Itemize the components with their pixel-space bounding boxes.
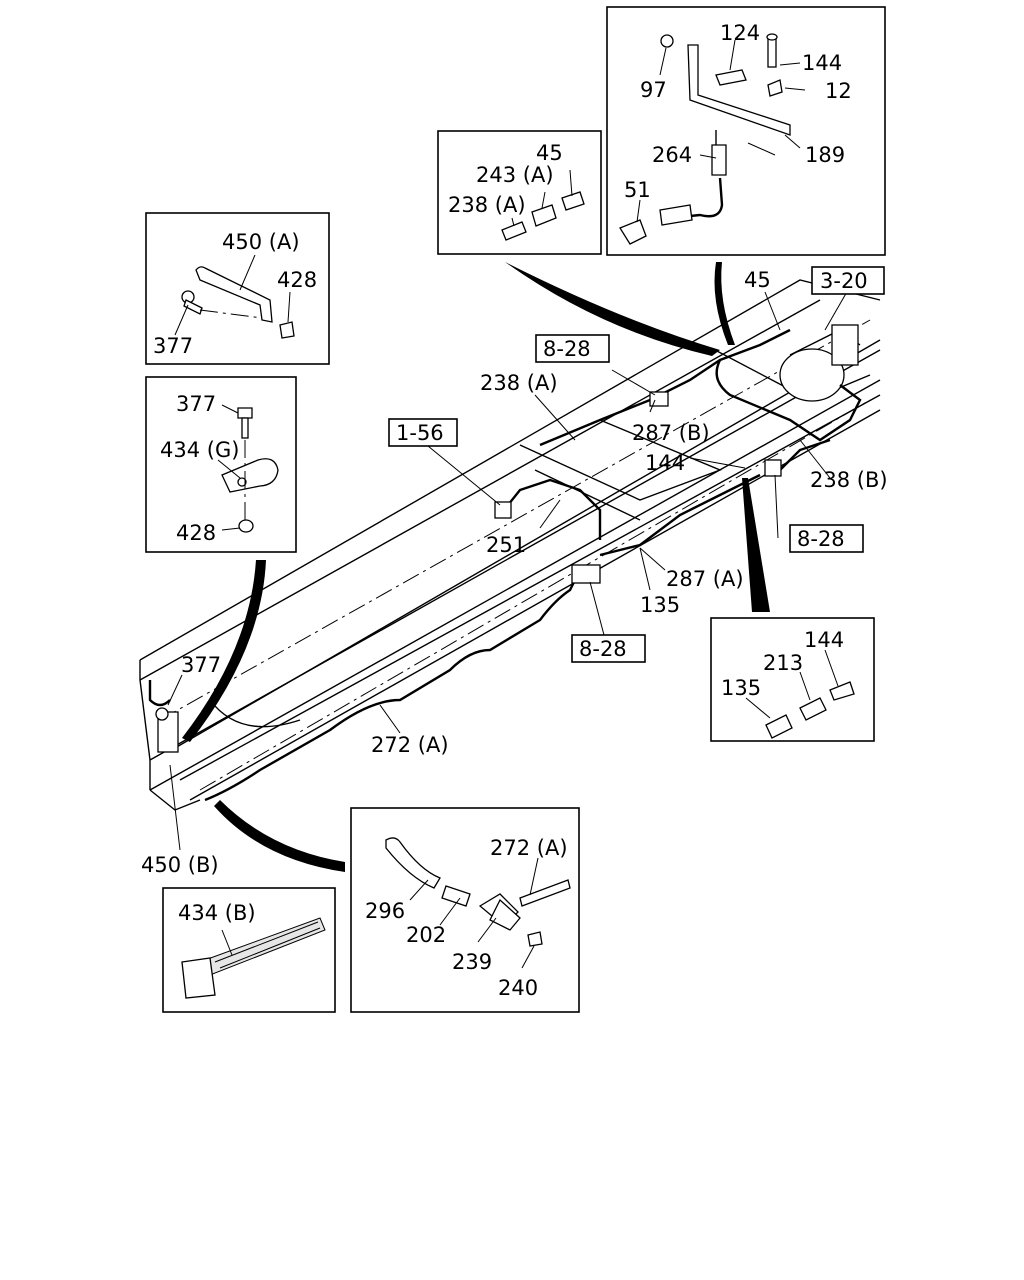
label-272a-box: 272 (A)	[490, 836, 568, 860]
label-213: 213	[763, 651, 803, 675]
label-296: 296	[365, 899, 405, 923]
ref-labels: 3-20 8-28 1-56 8-28 8-28	[396, 269, 868, 661]
label-238a-box: 238 (A)	[448, 193, 526, 217]
label-97: 97	[640, 78, 667, 102]
label-239: 239	[452, 950, 492, 974]
label-272a-main: 272 (A)	[371, 733, 449, 757]
ref-boxes	[388, 266, 885, 663]
detail-box-tee	[350, 807, 580, 1013]
ref-1-56[interactable]: 1-56	[396, 421, 444, 445]
ref-box-8-28-top[interactable]	[535, 334, 610, 363]
ref-8-28-right[interactable]: 8-28	[797, 527, 845, 551]
label-45-main: 45	[744, 268, 771, 292]
ref-8-28-top[interactable]: 8-28	[543, 337, 591, 361]
label-202: 202	[406, 923, 446, 947]
label-189: 189	[805, 143, 845, 167]
detail-box-tie	[162, 887, 336, 1013]
detail-box-bracket	[606, 6, 886, 256]
ref-box-1-56[interactable]	[388, 418, 458, 447]
label-240: 240	[498, 976, 538, 1000]
label-243a: 243 (A)	[476, 163, 554, 187]
label-287b: 287 (B)	[632, 421, 710, 445]
ref-8-28-bottom[interactable]: 8-28	[579, 637, 627, 661]
label-434b: 434 (B)	[178, 901, 256, 925]
label-135-box: 135	[721, 676, 761, 700]
label-377-box1: 377	[153, 334, 193, 358]
label-12: 12	[825, 79, 852, 103]
label-264: 264	[652, 143, 692, 167]
label-144-main: 144	[645, 451, 685, 475]
detail-pointers	[182, 262, 770, 872]
label-124: 124	[720, 21, 760, 45]
label-377-box2: 377	[176, 392, 216, 416]
label-238b: 238 (B)	[810, 468, 888, 492]
ref-box-8-28-bottom[interactable]	[571, 634, 646, 663]
label-45-box: 45	[536, 141, 563, 165]
label-377-main: 377	[181, 653, 221, 677]
label-428-box1: 428	[277, 268, 317, 292]
pipe-lines	[148, 328, 862, 802]
ref-box-3-20[interactable]	[811, 266, 885, 295]
label-144-top: 144	[802, 51, 842, 75]
detail-box-union	[710, 617, 875, 742]
label-428-box2: 428	[176, 521, 216, 545]
label-144-box: 144	[804, 628, 844, 652]
label-450b: 450 (B)	[141, 853, 219, 877]
label-251: 251	[486, 533, 526, 557]
ref-3-20[interactable]: 3-20	[820, 269, 868, 293]
part-labels: 124 144 97 12 264 189 51 45 243 (A) 238 …	[141, 21, 888, 1000]
detail-box-clip-g	[145, 376, 297, 553]
detail-box-clamp-a	[145, 212, 330, 365]
label-51: 51	[624, 178, 651, 202]
label-434g: 434 (G)	[160, 438, 239, 462]
label-287a: 287 (A)	[666, 567, 744, 591]
main-leaders	[167, 289, 849, 851]
ref-box-8-28-right[interactable]	[789, 524, 864, 553]
label-135-main: 135	[640, 593, 680, 617]
detail-box-fitting	[437, 130, 602, 255]
label-238a-main: 238 (A)	[480, 371, 558, 395]
label-450a: 450 (A)	[222, 230, 300, 254]
